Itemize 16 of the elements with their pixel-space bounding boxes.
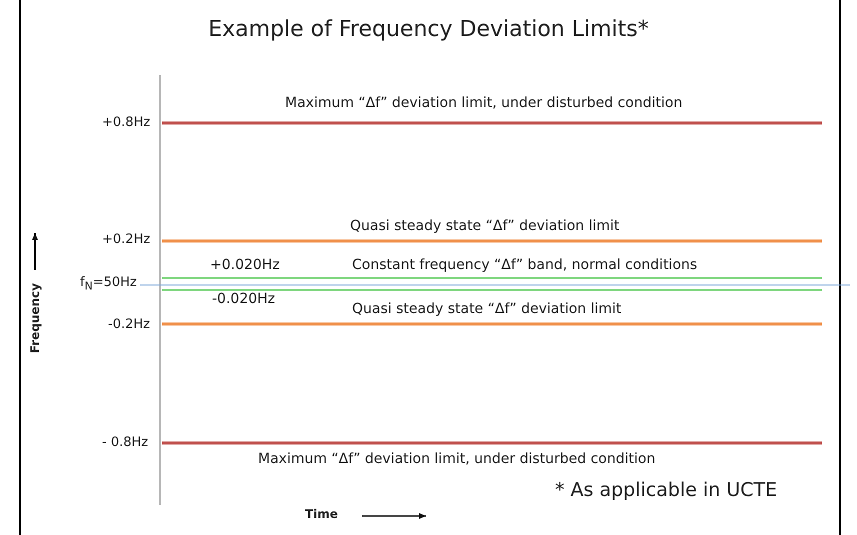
axis-tick-label: f$_{N}$=50Hz [80,276,137,292]
axis-title: Frequency [28,283,42,354]
line-caption: Maximum “Δf” deviation limit, under disturbed condition [258,452,656,468]
line-caption: Quasi steady state “Δf” deviation limit [352,302,622,318]
line-caption: Maximum “Δf” deviation limit, under disturbed condition [285,96,682,112]
line-caption: Quasi steady state “Δf” deviation limit [350,219,620,234]
axis-tick-label: +0.8Hz [102,116,150,130]
band-value-label: -0.020Hz [212,292,276,308]
axis-tick-label: +0.2Hz [102,233,150,248]
footnote: * As applicable in UCTE [555,480,778,501]
axis-title: Time [305,508,338,522]
chart-title: Example of Frequency Deviation Limits* [207,18,650,42]
axis-tick-label: - 0.8Hz [102,436,148,450]
band-value-label: +0.020Hz [210,258,280,274]
line-caption: Constant frequency “Δf” band, normal conditions [352,258,698,274]
axis-tick-label: -0.2Hz [108,318,150,332]
